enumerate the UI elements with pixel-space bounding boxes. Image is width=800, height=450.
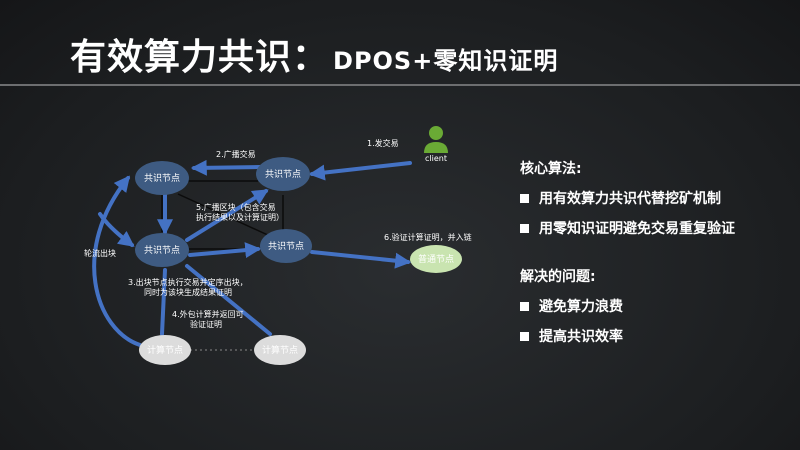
edge-label-1: 1.发交易 <box>367 138 399 148</box>
consensus-node-mr: 共识节点 <box>260 229 312 263</box>
rotate-label: 轮流出块 <box>84 248 116 258</box>
svg-text:共识节点: 共识节点 <box>265 169 301 180</box>
problems-solved-item-2-text: 提高共识效率 <box>539 329 623 345</box>
svg-text:普通节点: 普通节点 <box>418 253 454 265</box>
square-bullet-icon <box>520 331 529 341</box>
core-algorithm-item-1: 用有效算力共识代替挖矿机制 <box>520 188 735 208</box>
edge-label-2: 2.广播交易 <box>216 149 256 159</box>
problems-solved-item-1-text: 避免算力浪费 <box>539 299 623 315</box>
arrow-broadcast-tx <box>190 159 262 176</box>
problems-solved-item-2: 提高共识效率 <box>520 326 623 346</box>
arrow-block-right <box>188 242 262 259</box>
title-main: 有效算力共识： <box>70 37 330 78</box>
problems-solved-section: 解决的问题: 避免算力浪费 提高共识效率 <box>520 266 623 346</box>
edge-label-6: 6.验证计算证明，并入链 <box>384 232 472 242</box>
arrow-rotate-in <box>98 212 135 247</box>
problems-solved-item-1: 避免算力浪费 <box>520 296 623 316</box>
compute-node-right: 计算节点 <box>254 335 306 365</box>
consensus-node-tr: 共识节点 <box>256 157 310 191</box>
arrow-compute-left <box>160 268 167 336</box>
arrow-rotate-loop <box>92 175 142 347</box>
client-user-icon <box>424 126 448 153</box>
edge-label-3a: 3.出块节点执行交易并定序出块， <box>128 277 248 287</box>
svg-text:计算节点: 计算节点 <box>262 344 298 356</box>
edge-label-5b: 执行结果以及计算证明） <box>196 212 284 222</box>
arrow-client-to-consensus <box>308 161 412 181</box>
core-algorithm-section: 核心算法: 用有效算力共识代替挖矿机制 用零知识证明避免交易重复验证 <box>520 158 735 238</box>
square-bullet-icon <box>520 223 529 233</box>
arrow-verify <box>310 250 412 269</box>
core-algorithm-heading: 核心算法: <box>520 161 582 177</box>
svg-text:计算节点: 计算节点 <box>147 344 183 356</box>
compute-node-left: 计算节点 <box>139 335 191 365</box>
normal-node: 普通节点 <box>410 245 462 273</box>
arrow-compute-right <box>185 264 272 336</box>
square-bullet-icon <box>520 193 529 203</box>
consensus-node-tl: 共识节点 <box>135 161 189 195</box>
problems-solved-heading: 解决的问题: <box>520 269 596 285</box>
edge-label-3b: 同时为该块生成结果证明 <box>144 287 232 297</box>
page-title: 有效算力共识：DPOS+零知识证明 <box>70 28 558 80</box>
arrow-block-up <box>185 189 269 242</box>
title-subtitle: DPOS+零知识证明 <box>333 47 559 75</box>
square-bullet-icon <box>520 301 529 311</box>
svg-text:共识节点: 共识节点 <box>144 173 180 184</box>
core-algorithm-item-2-text: 用零知识证明避免交易重复验证 <box>539 221 735 237</box>
flow-arrows <box>92 159 412 347</box>
edge-label-4b: 验证证明 <box>190 319 222 329</box>
title-divider <box>0 84 800 86</box>
edge-label-5a: 5.广播区块（包含交易 <box>196 202 276 212</box>
svg-text:共识节点: 共识节点 <box>144 245 180 256</box>
edge-label-4a: 4.外包计算并返回可 <box>172 309 244 319</box>
core-algorithm-item-2: 用零知识证明避免交易重复验证 <box>520 218 735 238</box>
consensus-node-ml: 共识节点 <box>135 233 189 267</box>
svg-text:共识节点: 共识节点 <box>268 241 304 252</box>
core-algorithm-item-1-text: 用有效算力共识代替挖矿机制 <box>539 191 721 207</box>
client-label: client <box>425 154 447 163</box>
